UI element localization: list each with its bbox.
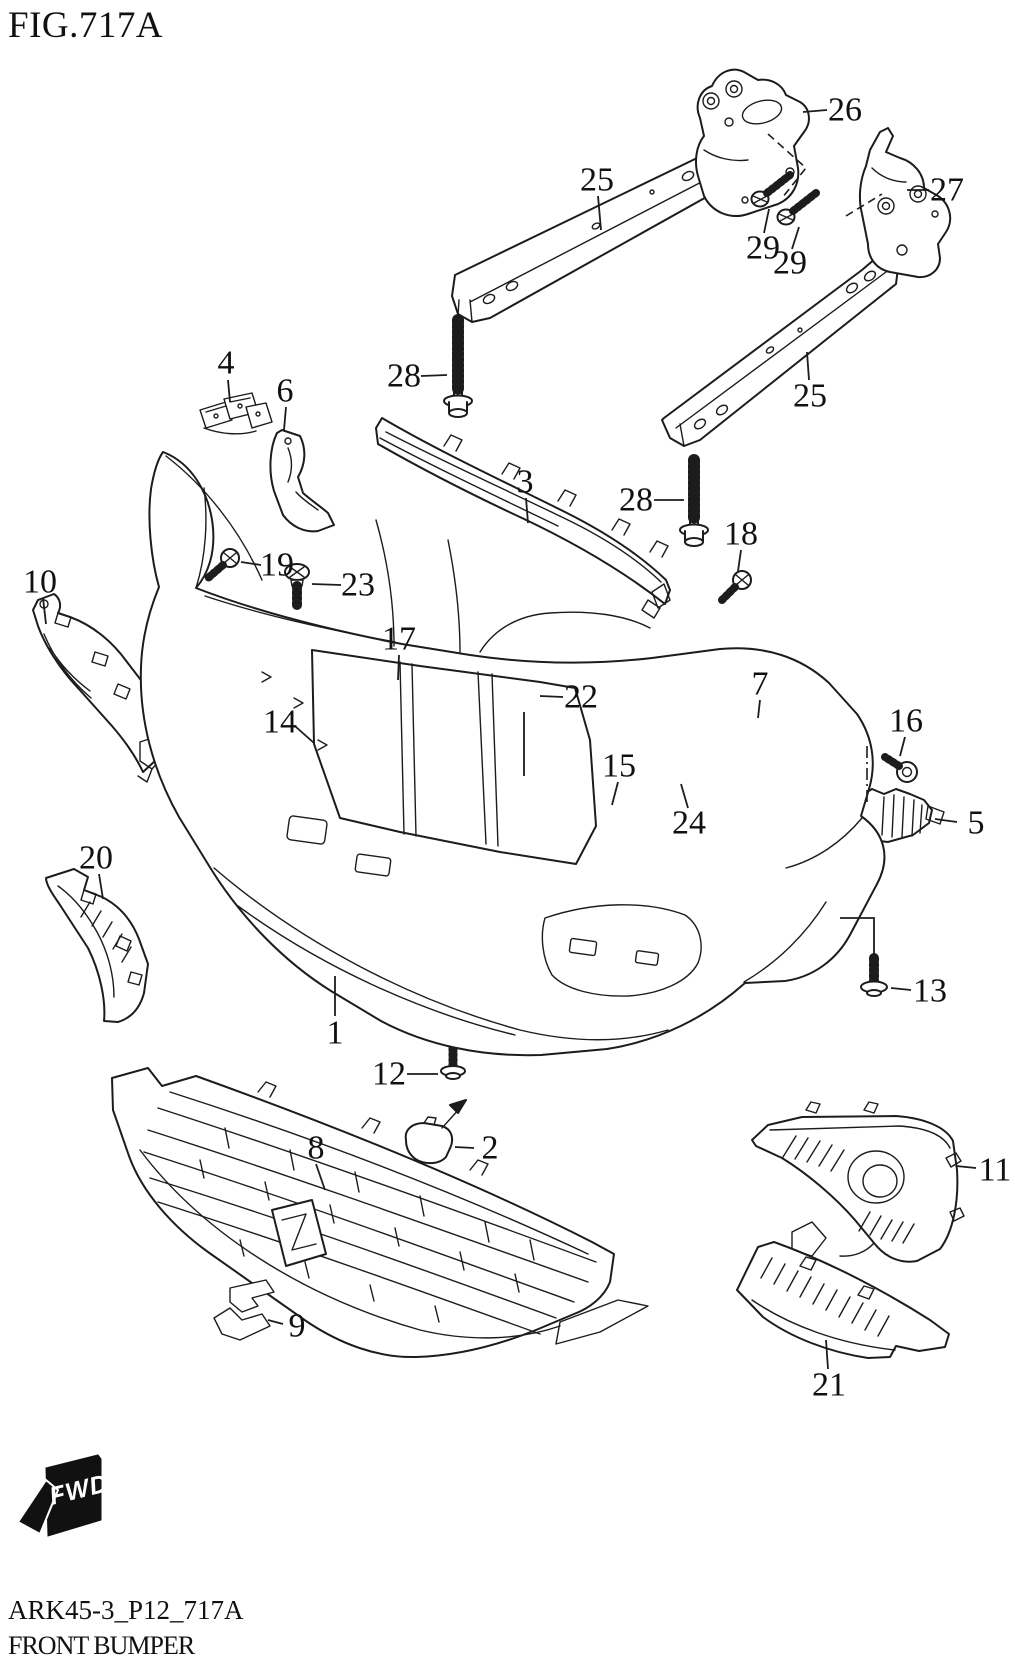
callout-11: 11 [979, 1152, 1012, 1189]
part-29-bolt-b [776, 189, 820, 226]
part-2-tow-hook-cover [404, 1099, 467, 1165]
callout-13: 13 [913, 973, 947, 1010]
part-28-long-bolt-left [443, 314, 473, 418]
part-8-radiator-grille [111, 1067, 649, 1359]
part-27-side-bracket [858, 127, 952, 279]
callout-29: 29 [773, 245, 807, 282]
part-19-screw [204, 548, 240, 582]
part-23-bolt [284, 563, 310, 613]
part-21-lower-garnish-right [736, 1241, 950, 1359]
callout-leader-23 [311, 583, 342, 586]
callout-12: 12 [372, 1056, 406, 1093]
callout-leader-7 [757, 699, 761, 719]
callout-leader-2 [454, 1146, 475, 1149]
callout-25: 25 [580, 162, 614, 199]
callout-22: 22 [564, 679, 598, 716]
callout-19: 19 [260, 547, 294, 584]
callout-leader-4 [227, 379, 231, 403]
callout-7: 7 [752, 666, 769, 703]
callout-9: 9 [289, 1308, 306, 1345]
callout-3: 3 [517, 464, 534, 501]
callout-26: 26 [828, 92, 862, 129]
part-18-screw [718, 570, 752, 604]
callout-leader-8 [315, 1163, 326, 1191]
part-9-emblem [213, 1279, 275, 1341]
callout-leader-11 [955, 1165, 977, 1169]
part-13-screw [860, 953, 888, 997]
callout-28: 28 [619, 482, 653, 519]
callout-25: 25 [793, 378, 827, 415]
callout-23: 23 [341, 567, 375, 604]
fwd-direction-badge: FWD [16, 1454, 112, 1537]
part-4-clip-bracket [199, 392, 273, 435]
callout-29: 29 [746, 230, 780, 267]
figure-title: FIG.717A [8, 5, 164, 46]
callout-8: 8 [308, 1130, 325, 1167]
callout-leader-16 [899, 736, 906, 757]
part-11-fog-lamp-bezel [751, 1101, 965, 1263]
callout-1: 1 [327, 1015, 344, 1052]
callout-21: 21 [812, 1367, 846, 1404]
callout-leader-18 [737, 549, 742, 572]
part-16-screw [881, 753, 918, 783]
part-3-upper-grille-trim [375, 417, 671, 619]
callout-leader-25 [806, 351, 810, 381]
figure-caption: FRONT BUMPER [8, 1631, 195, 1660]
callout-leader-6 [283, 406, 287, 431]
part-29-bolt-a [750, 171, 794, 208]
callout-2: 2 [482, 1130, 499, 1167]
callout-leader-25 [597, 195, 602, 231]
callout-leader-3 [525, 497, 529, 524]
assembly-reference-lines [523, 133, 883, 954]
callout-20: 20 [79, 840, 113, 877]
callout-leader-9 [267, 1319, 284, 1325]
part-12-screw [440, 1043, 466, 1080]
callout-24: 24 [672, 805, 706, 842]
part-25-reinforcement-bar-right [661, 257, 899, 447]
callout-15: 15 [602, 748, 636, 785]
part-20-lower-garnish-left [45, 868, 149, 1023]
callout-layer: 1234567891011121314151617181920212223242… [23, 92, 1011, 1404]
callout-leader-14 [295, 726, 315, 744]
callout-leader-15 [611, 781, 619, 806]
callout-leader-28 [420, 374, 448, 377]
callout-18: 18 [724, 516, 758, 553]
callout-leader-13 [890, 987, 912, 991]
callout-6: 6 [277, 373, 294, 410]
callout-leader-29 [763, 208, 770, 234]
callout-leader-17 [397, 654, 400, 681]
drawing-code: ARK45-3_P12_717A [8, 1595, 244, 1625]
callout-28: 28 [387, 358, 421, 395]
callout-16: 16 [889, 703, 923, 740]
callout-leader-29 [791, 226, 800, 250]
part-6-side-support [269, 429, 335, 533]
callout-4: 4 [218, 345, 235, 382]
callout-leader-5 [934, 818, 958, 823]
callout-27: 27 [930, 172, 964, 209]
callout-5: 5 [968, 805, 985, 842]
callout-leader-10 [42, 597, 47, 625]
part-1-front-bumper [139, 451, 886, 1057]
callout-14: 14 [263, 704, 297, 741]
callout-leader-20 [98, 873, 104, 900]
callout-10: 10 [23, 564, 57, 601]
callout-leader-19 [240, 561, 262, 566]
callout-leader-24 [680, 783, 689, 809]
callout-17: 17 [382, 621, 416, 658]
part-28-long-bolt-right [679, 454, 709, 547]
callout-leader-21 [825, 1339, 829, 1370]
callout-leader-26 [802, 109, 828, 113]
callout-leader-22 [539, 695, 564, 698]
